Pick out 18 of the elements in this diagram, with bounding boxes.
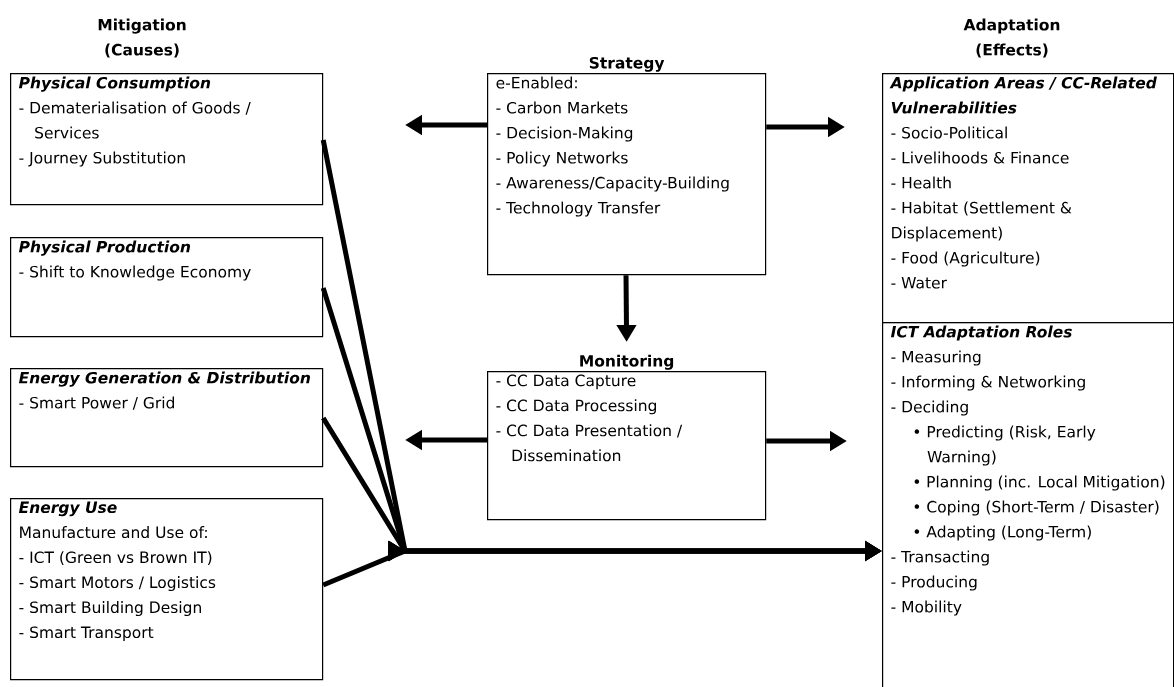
column-heading: Mitigation (Causes): [98, 18, 186, 58]
box-heading: Strategy: [589, 56, 665, 72]
node-label: - Awareness/Capacity-Building: [496, 176, 729, 192]
text-box: Energy Generation & Distribution - Smart Power / Grid: [10, 368, 324, 468]
text-box: Application Areas / CC-Related Vulnerabilities - Socio-Political - Livelihoods & Finance - Health - Habitat (Settlement & Displacement) - Food (Agriculture) - Water: [882, 73, 1174, 324]
node-label: - Decision-Making: [496, 126, 633, 142]
box-heading: Monitoring: [580, 354, 674, 370]
node-label: - Carbon Markets: [496, 101, 628, 114]
text-box: e-Enabled: - Carbon Markets - Decision-Making - Policy Networks - Awareness/Capacity-Building - Technology Transfer: [487, 73, 767, 276]
text-box: Energy Use Manufacture and Use of: - ICT (Green vs Brown IT) - Smart Motors / Logistics - Smart Building Design - Smart Transport: [10, 498, 324, 681]
node-label: - Policy Networks: [496, 151, 628, 167]
node-label: - Technology Transfer: [496, 201, 661, 217]
text-box: Physical Consumption - Dematerialisation of Goods / Services - Journey Substitution: [10, 73, 324, 206]
text-box: Physical Production - Shift to Knowledge Economy: [10, 237, 324, 338]
text-box: - CC Data Capture - CC Data Processing - CC Data Presentation / Dissemination: [487, 371, 767, 521]
text-box: ICT Adaptation Roles - Measuring - Informing & Networking - Deciding • Predicting (Risk, Early Warning) • Planning (inc. Local Mitigation) • Coping (Short-Term / Disaster) • Adapting (Long-Term) - Transacting - Producing - Mobility: [882, 322, 1174, 687]
column-heading: Adaptation (Effects): [963, 18, 1060, 58]
node-label: e-Enabled:: [496, 76, 577, 89]
